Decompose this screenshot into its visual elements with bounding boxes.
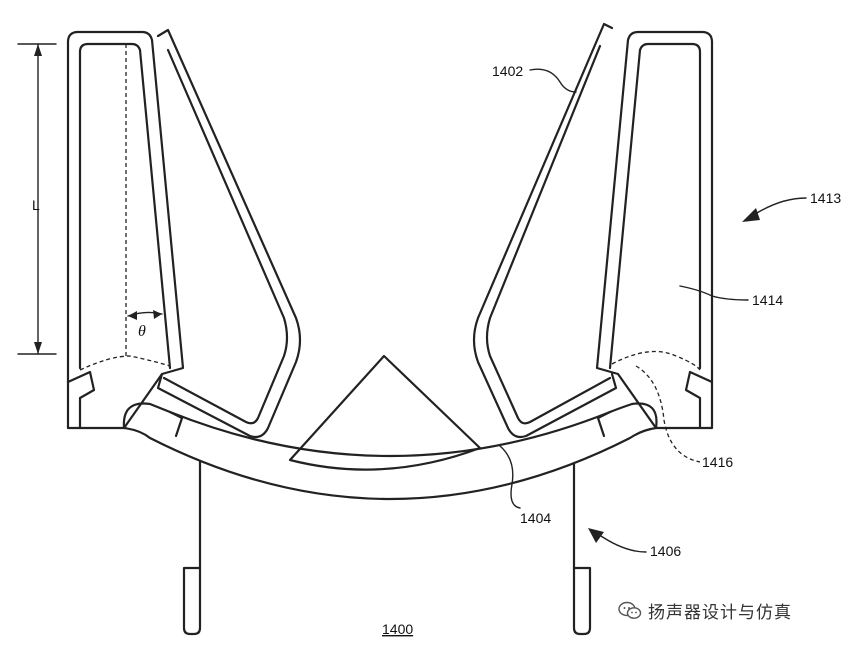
- right-post: [572, 462, 592, 636]
- label-1406: 1406: [650, 543, 681, 559]
- label-1416: 1416: [702, 454, 733, 470]
- dimension-l: [17, 43, 57, 355]
- center-wedge: [288, 354, 482, 471]
- left-housing: [66, 30, 185, 430]
- label-1414: 1414: [752, 292, 783, 308]
- leader-1413: [751, 197, 807, 217]
- watermark: 扬声器设计与仿真: [618, 598, 792, 623]
- leader-1404: [499, 445, 521, 509]
- leader-1406: [597, 533, 647, 553]
- label-1404: 1404: [520, 510, 551, 526]
- wechat-icon: [618, 601, 642, 619]
- left-blade: [156, 28, 302, 439]
- right-housing: [595, 30, 714, 430]
- label-1413: 1413: [810, 190, 841, 206]
- left-post: [182, 460, 202, 636]
- arrow-1413: [742, 208, 760, 222]
- label-angle: θ: [138, 323, 146, 340]
- angle-arc: [127, 310, 163, 320]
- bottom-arc: [122, 402, 658, 500]
- figure-number: 1400: [382, 621, 413, 637]
- label-1402: 1402: [492, 63, 523, 79]
- right-blade: [472, 22, 618, 439]
- arrow-1406: [588, 528, 604, 543]
- leader-1414: [679, 285, 749, 301]
- dashed-lines: [79, 44, 701, 463]
- leader-1402: [529, 68, 577, 93]
- watermark-text: 扬声器设计与仿真: [648, 603, 792, 623]
- label-length: L: [32, 197, 40, 213]
